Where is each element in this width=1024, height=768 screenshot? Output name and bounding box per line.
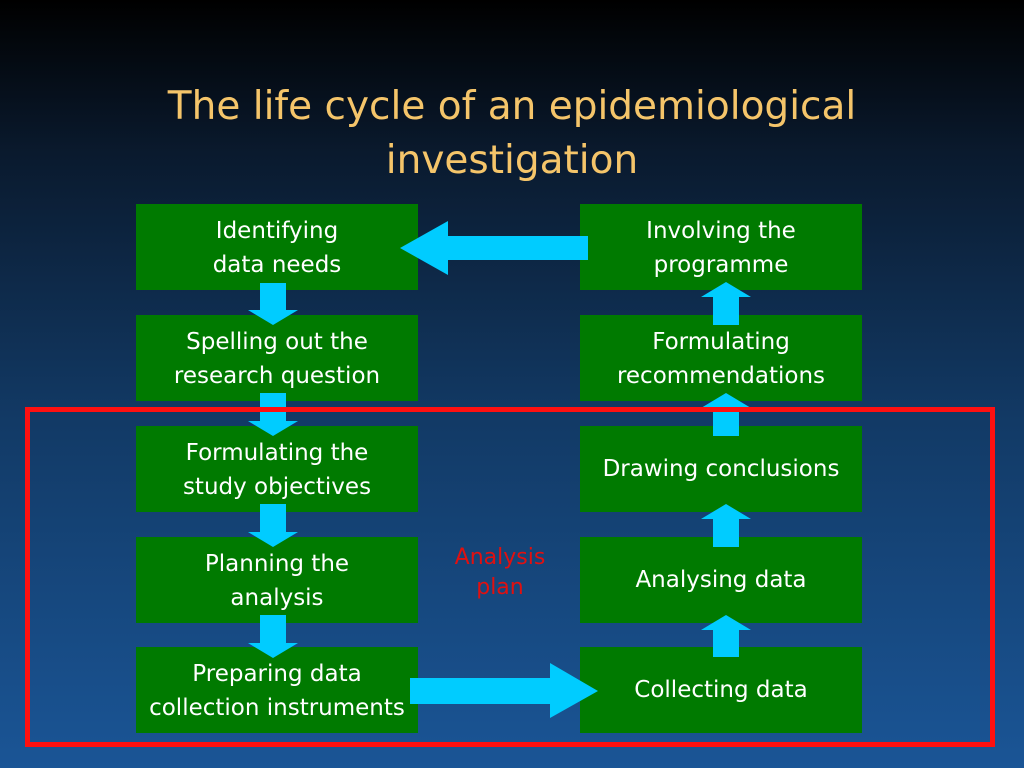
- step-formulating-recommendations: Formulating recommendations: [580, 315, 862, 401]
- step-label-line-1: Analysing data: [635, 567, 807, 593]
- step-label-line-1: Planning the: [204, 551, 350, 577]
- step-label-line-1: Collecting data: [634, 677, 808, 703]
- step-analysing-data: Analysing data: [580, 537, 862, 623]
- step-identifying-data-needs: Identifying data needs: [136, 204, 418, 290]
- step-label-line-1: Formulating the: [185, 440, 369, 466]
- step-label-line-2: study objectives: [182, 474, 372, 500]
- page-title: The life cycle of an epidemiological inv…: [100, 80, 924, 188]
- step-spelling-out-research-question: Spelling out the research question: [136, 315, 418, 401]
- step-drawing-conclusions: Drawing conclusions: [580, 426, 862, 512]
- step-planning-the-analysis: Planning the analysis: [136, 537, 418, 623]
- step-label-line-2: collection instruments: [149, 695, 405, 721]
- analysis-plan-line-2: plan: [476, 575, 524, 600]
- step-preparing-data-collection-instruments: Preparing data collection instruments: [136, 647, 418, 733]
- analysis-plan-frame: [25, 407, 995, 747]
- step-label-line-2: research question: [173, 363, 381, 389]
- step-label-line-2: recommendations: [616, 363, 826, 389]
- step-label-line-1: Drawing conclusions: [602, 456, 840, 482]
- step-label-line-1: Involving the: [646, 218, 796, 244]
- title-line-1: The life cycle of an epidemiological: [167, 84, 857, 129]
- arrow-left-top: [400, 221, 588, 275]
- title-line-2: investigation: [385, 138, 639, 183]
- step-involving-the-programme: Involving the programme: [580, 204, 862, 290]
- step-label-line-1: Formulating: [652, 329, 790, 355]
- step-label-line-2: data needs: [212, 252, 342, 278]
- analysis-plan-label: Analysis plan: [430, 543, 570, 603]
- step-label-line-2: analysis: [230, 585, 324, 611]
- step-label-line-1: Spelling out the: [186, 329, 368, 355]
- step-label-line-1: Identifying: [215, 218, 339, 244]
- analysis-plan-line-1: Analysis: [454, 545, 546, 570]
- step-collecting-data: Collecting data: [580, 647, 862, 733]
- step-formulating-study-objectives: Formulating the study objectives: [136, 426, 418, 512]
- step-label-line-2: programme: [653, 252, 789, 278]
- step-label-line-1: Preparing data: [192, 661, 362, 687]
